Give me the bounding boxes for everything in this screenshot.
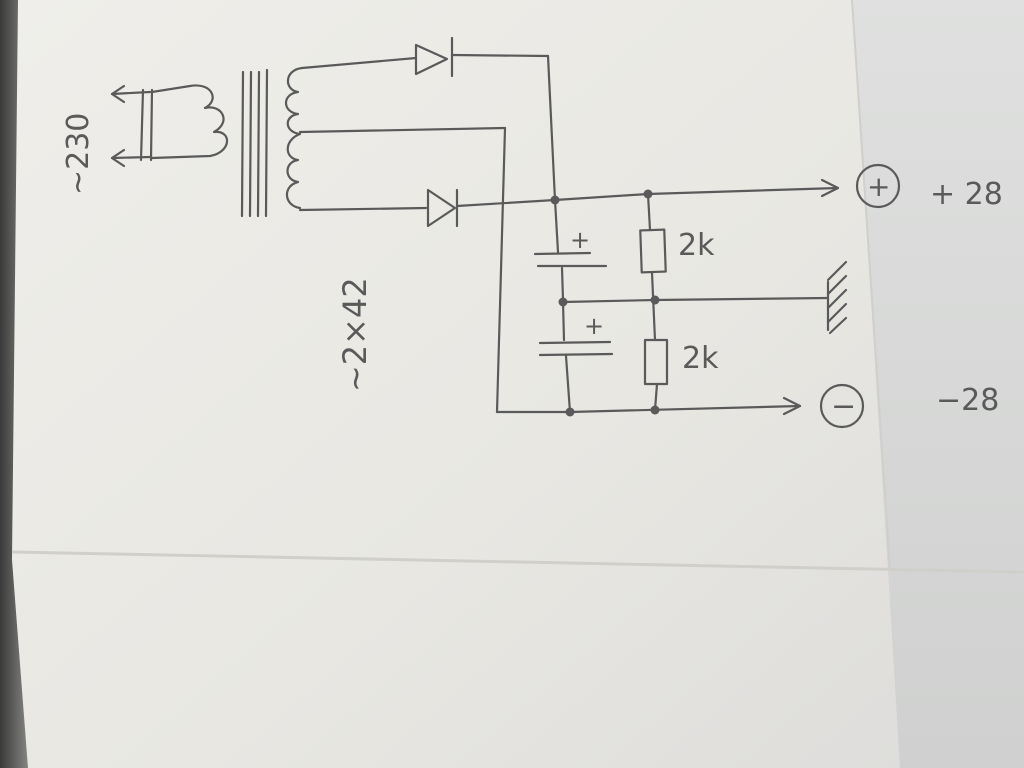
- negative-arrow: [782, 396, 802, 416]
- positive-terminal: [855, 163, 901, 209]
- resistor-bottom-label: 2k: [682, 341, 719, 376]
- junction-dots: [550, 189, 660, 417]
- mains-input: [110, 84, 154, 168]
- mains-voltage-label: ~230: [61, 113, 96, 195]
- negative-terminal-sign: −: [831, 389, 856, 424]
- negative-terminal: [819, 383, 865, 429]
- diode-bottom: [426, 188, 457, 228]
- resistor-top-label: 2k: [678, 228, 715, 263]
- cap-bottom-plate1: [538, 340, 612, 345]
- schematic: [110, 36, 901, 429]
- negative-output-label: −28: [936, 383, 999, 418]
- cap-bottom-plate2: [538, 352, 614, 357]
- paper-fold: [11, 550, 1024, 574]
- paper-fold-vertical: [851, 0, 891, 571]
- ground-symbol: [826, 260, 848, 335]
- resistor-top: [639, 228, 667, 274]
- transformer-core: [240, 68, 269, 218]
- cap-top-plate1: [533, 251, 592, 256]
- positive-output-label: + 28: [930, 177, 1003, 212]
- positive-arrow: [820, 178, 840, 198]
- cap-top-polarity: +: [570, 226, 590, 254]
- secondary-winding: [284, 66, 304, 210]
- secondary-voltage-label: ~2×42: [336, 277, 374, 392]
- positive-terminal-sign: +: [867, 170, 890, 203]
- paper-right-panel: [852, 0, 1024, 768]
- diode-top: [414, 43, 449, 76]
- cap-bottom-polarity: +: [584, 312, 604, 340]
- paper-sheet: [12, 0, 905, 768]
- primary-winding: [150, 84, 229, 160]
